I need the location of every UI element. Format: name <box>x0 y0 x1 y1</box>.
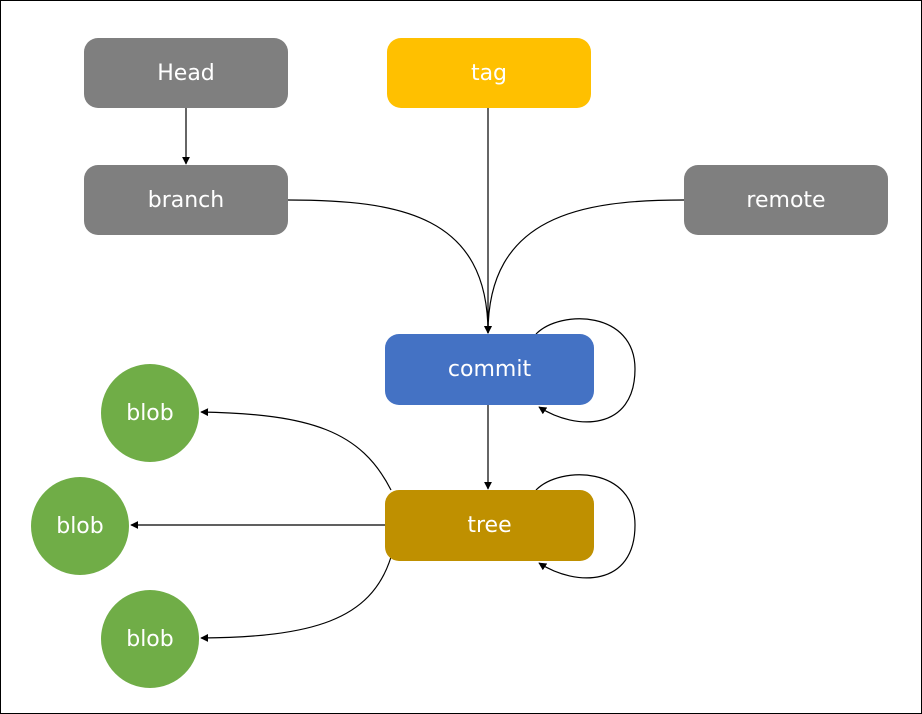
edge-branch-commit <box>287 199 492 334</box>
blob-label: blob <box>56 513 104 539</box>
tree-label: tree <box>467 513 512 538</box>
commit-node: commit <box>385 334 594 405</box>
blob-label: blob <box>126 626 174 652</box>
edge-tree-blob1 <box>200 408 392 491</box>
edge-remote-commit <box>484 199 685 334</box>
blob-node-bottom: blob <box>101 590 199 688</box>
remote-label: remote <box>746 187 826 213</box>
branch-label: branch <box>147 187 225 213</box>
blob-label: blob <box>126 400 174 426</box>
branch-node: branch <box>84 165 288 235</box>
edge-commit-self <box>535 318 636 423</box>
tree-node: tree <box>385 490 594 561</box>
remote-node: remote <box>684 165 888 235</box>
head-label: Head <box>157 60 215 86</box>
edge-tree-blob3 <box>200 556 392 642</box>
tag-label: tag <box>470 60 508 86</box>
edge-tree-self <box>535 474 636 579</box>
blob-node-top: blob <box>101 364 199 462</box>
commit-label: commit <box>447 357 532 382</box>
blob-node-middle: blob <box>31 477 129 575</box>
tag-node: tag <box>387 38 591 108</box>
head-node: Head <box>84 38 288 108</box>
